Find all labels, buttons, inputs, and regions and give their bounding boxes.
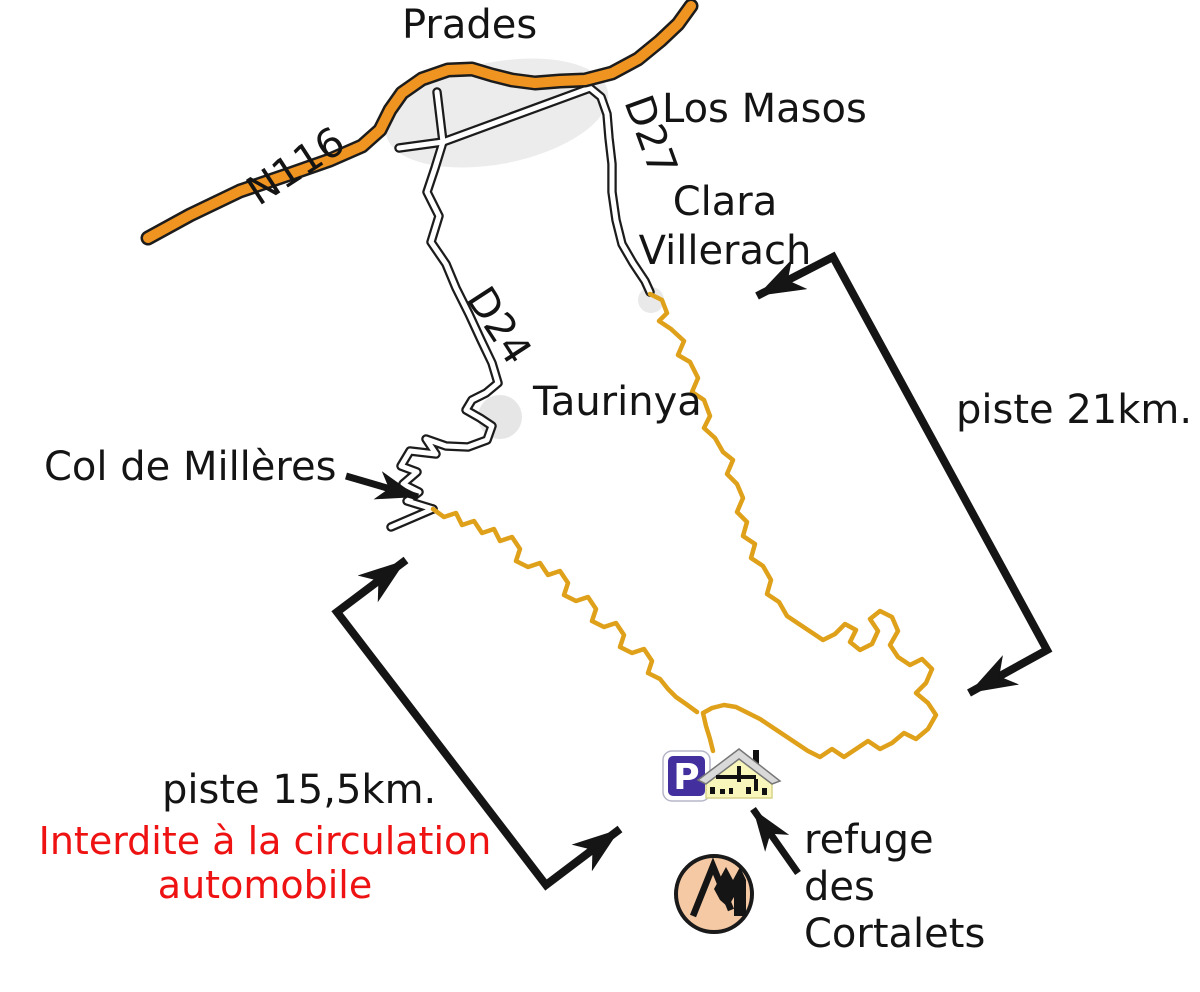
n116-road-fill bbox=[143, 1, 696, 243]
mountain-logo-right-peak bbox=[714, 867, 746, 916]
parking-icon-square bbox=[668, 756, 705, 796]
route-arrows bbox=[331, 251, 1053, 891]
label-piste-21km: piste 21km. bbox=[956, 387, 1193, 433]
label-col-de-milleres: Col de Millères bbox=[44, 444, 337, 490]
parking-icon: P bbox=[662, 750, 711, 802]
label-warning-line1: Interdite à la circulation bbox=[38, 819, 492, 863]
piste-15km-arrow bbox=[331, 556, 623, 891]
mountain-logo-icon bbox=[674, 854, 754, 934]
prades-west-arm bbox=[396, 139, 446, 151]
refuge-roof bbox=[696, 748, 782, 785]
refuge-arrow bbox=[750, 806, 801, 876]
label-warning: Interdite à la circulation automobile bbox=[30, 819, 500, 908]
label-refuge-line1: refuge bbox=[804, 817, 934, 863]
label-villerach: Villerach bbox=[638, 227, 812, 274]
label-los-masos: Los Masos bbox=[662, 86, 867, 132]
secondary-roads bbox=[386, 83, 655, 532]
label-refuge-line2: des bbox=[804, 864, 875, 911]
label-taurinya: Taurinya bbox=[533, 379, 702, 425]
d27-road bbox=[440, 85, 653, 295]
col-de-milleres-arrow bbox=[345, 471, 419, 501]
label-warning-line2: automobile bbox=[157, 863, 373, 908]
label-refuge-des-cortalets: refuge des Cortalets bbox=[804, 817, 985, 959]
parking-icon-letter: P bbox=[673, 757, 699, 798]
label-clara-villerach: Clara Villerach bbox=[634, 178, 816, 276]
refuge-windows bbox=[710, 766, 767, 795]
label-clara: Clara bbox=[672, 179, 778, 225]
col-spur-road bbox=[388, 506, 436, 530]
villerach-town-area bbox=[638, 287, 664, 313]
piste-15km-track bbox=[430, 506, 700, 715]
label-prades: Prades bbox=[402, 2, 538, 48]
piste-21km-arrow bbox=[755, 251, 1053, 697]
d24-road bbox=[398, 89, 501, 512]
n116-road bbox=[140, 0, 699, 246]
prades-town-area bbox=[385, 58, 609, 168]
label-refuge-line3: Cortalets bbox=[804, 911, 986, 958]
label-piste-15km: piste 15,5km. bbox=[162, 767, 437, 813]
refuge-building-icon bbox=[696, 748, 782, 799]
